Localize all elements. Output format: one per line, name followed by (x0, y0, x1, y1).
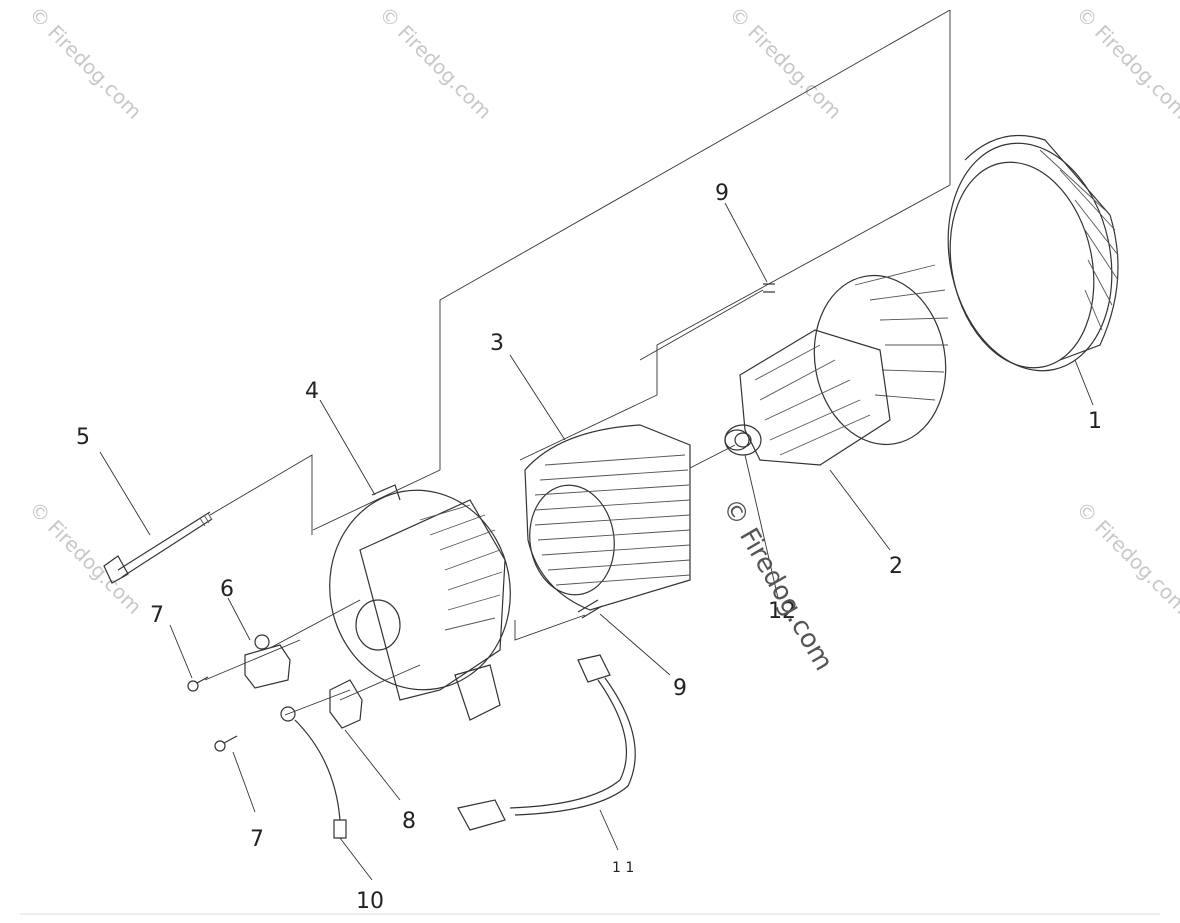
callout-10: 10 (356, 889, 384, 914)
callout-2: 2 (889, 554, 903, 579)
part-1-end-housing (947, 134, 1119, 372)
callout-8: 8 (402, 809, 416, 834)
callout-7a: 7 (150, 603, 164, 628)
part-2-rotor (724, 264, 949, 466)
callout-leaders (99, 202, 1094, 881)
callout-11: 1 1 (612, 860, 634, 876)
callout-7b: 7 (250, 827, 264, 852)
watermark: © Firedog.com (1071, 2, 1180, 124)
part-6-brush-holder (244, 634, 291, 689)
callout-9b: 9 (673, 676, 687, 701)
callout-1: 1 (1088, 409, 1102, 434)
watermark: © Firedog.com (1071, 497, 1180, 619)
callout-6: 6 (220, 577, 234, 602)
part-3-stator (524, 424, 691, 611)
part-9-pins (577, 283, 775, 619)
part-10-ground-wire (280, 706, 347, 839)
watermark-prominent: © Firedog.com (716, 494, 839, 676)
part-11-harness (457, 654, 636, 831)
part-8-clip (329, 679, 363, 729)
callout-3: 3 (490, 331, 504, 356)
callout-9a: 9 (715, 181, 729, 206)
watermarks: © Firedog.com © Firedog.com © Firedog.co… (24, 2, 1180, 619)
callout-5: 5 (76, 425, 90, 450)
part-7-screws (187, 676, 238, 752)
callout-4: 4 (305, 379, 319, 404)
callouts: 1 2 3 4 5 6 7 7 8 9 9 10 1 1 12 (76, 181, 1102, 914)
watermark: © Firedog.com (374, 2, 496, 124)
part-12-bearing (724, 429, 750, 451)
part-5-bolt (103, 511, 213, 584)
callout-12: 12 (768, 599, 796, 624)
watermark: © Firedog.com (24, 2, 146, 124)
assembly-lines (204, 9, 951, 716)
watermark: © Firedog.com (24, 497, 146, 619)
part-4-front-bracket (329, 484, 511, 721)
watermark: © Firedog.com (724, 2, 846, 124)
